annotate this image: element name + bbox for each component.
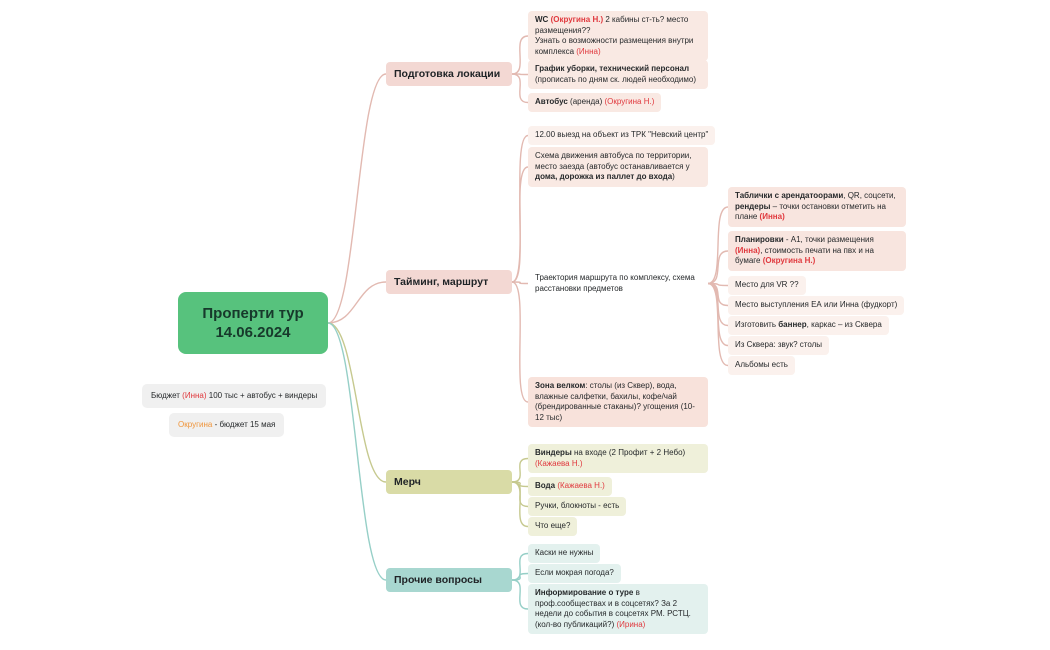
node-traektoria[interactable]: Траектория маршрута по комплексу, схема … bbox=[528, 269, 708, 298]
text-segment: , стоимость печати на пвх и на бумаге bbox=[735, 245, 877, 266]
node-informirovanie[interactable]: Информирование о туре в проф.сообществах… bbox=[528, 584, 708, 635]
text-segment: Бюджет bbox=[151, 391, 183, 400]
branch-merch[interactable]: Мерч bbox=[386, 470, 512, 495]
central-topic-line: 14.06.2024 bbox=[215, 324, 291, 341]
branch-label: Мерч bbox=[394, 476, 421, 488]
text-segment: - бюджет 15 мая bbox=[212, 420, 276, 429]
text-segment: Из Сквера: звук? столы bbox=[735, 340, 823, 349]
node-planirovki[interactable]: Планировки - А1, точки размещения (Инна)… bbox=[728, 231, 906, 271]
text-segment: Округина bbox=[178, 420, 213, 429]
node-mesto-vr[interactable]: Место для VR ?? bbox=[728, 276, 806, 295]
text-segment: Зона велком bbox=[535, 381, 586, 390]
node-wc[interactable]: WC (Округина Н.) 2 кабины ст-ть? место р… bbox=[528, 11, 708, 62]
text-segment: Изготовить bbox=[735, 320, 779, 329]
text-segment: (Инна) bbox=[182, 391, 207, 400]
text-segment: (Округина Н.) bbox=[762, 256, 816, 266]
text-segment: (Кажаева Н.) bbox=[535, 458, 583, 468]
text-segment: (прописать по дням ск. людей необходимо) bbox=[535, 64, 696, 84]
text-segment: (Округина Н.) bbox=[550, 15, 604, 24]
text-segment: Информирование о туре bbox=[535, 588, 634, 597]
text-segment: , каркас – из Сквера bbox=[806, 320, 882, 329]
text-segment: ) bbox=[672, 172, 675, 182]
node-banner[interactable]: Изготовить баннер, каркас – из Сквера bbox=[728, 316, 889, 335]
text-segment: 12.00 выезд на объект из ТРК "Невский це… bbox=[535, 130, 709, 139]
node-vyezd[interactable]: 12.00 выезд на объект из ТРК "Невский це… bbox=[528, 126, 716, 145]
text-segment: Если мокрая погода? bbox=[535, 568, 614, 577]
node-mesto-vystupleniya[interactable]: Место выступления ЕА или Инна (фудкорт) bbox=[728, 296, 905, 315]
text-segment: дома, дорожка из паллет до входа bbox=[535, 172, 673, 182]
text-segment: Каски не нужны bbox=[535, 548, 594, 557]
text-segment: WC bbox=[535, 15, 551, 24]
text-segment: Место выступления ЕА или Инна (фудкорт) bbox=[735, 300, 898, 309]
text-segment: в проф.сообществах и в соцсетях? За 2 не… bbox=[535, 588, 694, 629]
text-segment: Альбомы есть bbox=[735, 360, 788, 369]
text-segment: 100 тыс + автобус + виндеры bbox=[206, 391, 318, 400]
node-voda[interactable]: Вода (Кажаева Н.) bbox=[528, 477, 612, 496]
node-kaski[interactable]: Каски не нужны bbox=[528, 544, 601, 563]
central-topic[interactable]: Проперти тур 14.06.2024 bbox=[178, 292, 328, 354]
text-segment: на входе (2 Профит + 2 Небо) bbox=[571, 448, 688, 457]
node-albomy[interactable]: Альбомы есть bbox=[728, 356, 795, 375]
branch-label: Прочие вопросы bbox=[394, 574, 482, 586]
node-vindery[interactable]: Виндеры на входе (2 Профит + 2 Небо) (Ка… bbox=[528, 444, 708, 474]
text-segment: – точки остановки отметить на плане bbox=[735, 201, 889, 222]
branch-podgotovka-lokacii[interactable]: Подготовка локации bbox=[386, 62, 512, 87]
text-segment: , QR, соцсети, bbox=[843, 191, 898, 200]
central-topic-line: Проперти тур bbox=[202, 304, 304, 322]
branch-label: Подготовка локации bbox=[394, 68, 501, 80]
branch-prochie-voprosy[interactable]: Прочие вопросы bbox=[386, 568, 512, 593]
text-segment: (аренда) bbox=[567, 97, 605, 106]
text-segment: Ручки, блокноты - есть bbox=[535, 501, 620, 510]
text-segment: Место для VR ?? bbox=[735, 280, 799, 289]
node-chto-esche[interactable]: Что еще? bbox=[528, 517, 578, 536]
node-shema-dvizheniya[interactable]: Схема движения автобуса по территории, м… bbox=[528, 147, 708, 187]
text-segment: рендеры bbox=[735, 201, 771, 211]
text-segment: (Инна) bbox=[759, 212, 785, 222]
node-zona-velkom[interactable]: Зона велком: столы (из Сквер), вода, вла… bbox=[528, 377, 708, 428]
text-segment: Таблички с арендатоорами bbox=[735, 191, 844, 200]
text-segment: График уборки, технический персонал bbox=[535, 64, 690, 73]
node-iz-skvera[interactable]: Из Сквера: звук? столы bbox=[728, 336, 830, 355]
text-segment: Траектория маршрута по комплексу, схема … bbox=[535, 273, 698, 293]
branch-taiming-marshrut[interactable]: Тайминг, маршрут bbox=[386, 270, 512, 295]
text-segment: Что еще? bbox=[535, 521, 571, 530]
text-segment: Виндеры bbox=[535, 448, 572, 457]
okrugina-note[interactable]: Округина - бюджет 15 мая bbox=[169, 413, 285, 438]
node-ruchki[interactable]: Ручки, блокноты - есть bbox=[528, 497, 627, 516]
budget-note[interactable]: Бюджет (Инна) 100 тыс + автобус + виндер… bbox=[142, 384, 327, 409]
text-segment: - А1, точки размещения bbox=[783, 235, 877, 244]
text-segment: (Кажаева Н.) bbox=[557, 481, 605, 490]
text-segment: Вода bbox=[535, 481, 556, 490]
text-segment: Автобус bbox=[535, 97, 568, 106]
text-segment: (Округина Н.) bbox=[604, 97, 655, 106]
node-tablichki[interactable]: Таблички с арендатоорами, QR, соцсети, р… bbox=[728, 187, 906, 227]
text-segment: Планировки bbox=[735, 235, 784, 244]
text-segment: Схема движения автобуса по территории, м… bbox=[535, 151, 694, 171]
branch-label: Тайминг, маршрут bbox=[394, 276, 489, 288]
node-avtobus[interactable]: Автобус (аренда) (Округина Н.) bbox=[528, 93, 662, 112]
text-segment: баннер bbox=[778, 320, 807, 329]
node-pogoda[interactable]: Если мокрая погода? bbox=[528, 564, 621, 583]
text-segment: (Инна) bbox=[735, 245, 761, 255]
text-segment: (Инна) bbox=[576, 46, 601, 56]
text-segment: 2 кабины ст-ть? место размещения?? Узнат… bbox=[535, 15, 694, 56]
text-segment: (Ирина) bbox=[616, 619, 646, 629]
text-segment: : столы (из Сквер), вода, влажные салфет… bbox=[535, 381, 695, 422]
node-grafik-uborki[interactable]: График уборки, технический персонал (про… bbox=[528, 60, 708, 90]
